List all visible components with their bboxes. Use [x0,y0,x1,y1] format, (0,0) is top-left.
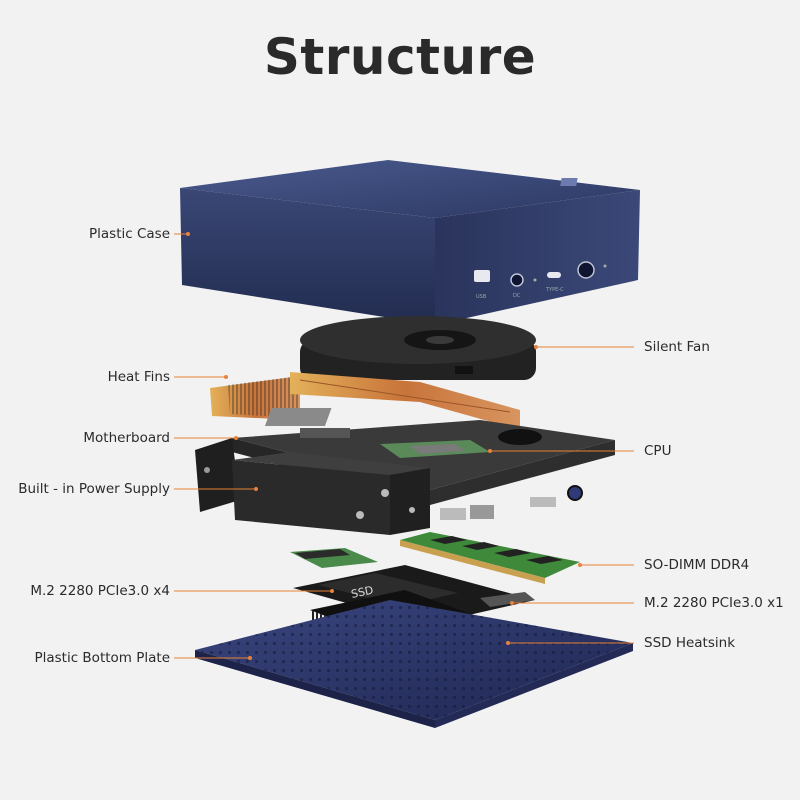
small-module [290,548,378,568]
heat-fins [210,372,520,430]
label-m2-x4: M.2 2280 PCIe3.0 x4 [30,583,170,599]
type-c-port-label: TYPE-C [545,287,564,293]
plastic-case: USB DC TYPE-C [180,160,640,325]
label-cpu: CPU [644,443,672,459]
dc-port-label: DC [513,293,521,299]
label-motherboard: Motherboard [83,430,170,446]
leader-dots [186,232,582,660]
label-heat-fins: Heat Fins [107,369,170,385]
audio-jack [510,273,524,287]
power-supply [195,438,430,535]
label-ssd-heatsink: SSD Heatsink [644,635,736,651]
silent-fan [300,316,536,380]
usb-port-label: USB [476,294,487,300]
dc-port [577,261,595,279]
cpu-chip [380,440,490,458]
leader-lines [174,233,634,659]
label-m2-x1: M.2 2280 PCIe3.0 x1 [644,595,784,611]
so-dimm-ddr4 [400,532,580,584]
label-power-supply: Built - in Power Supply [18,481,170,497]
ssd-label: SSD [350,584,375,601]
plastic-bottom-plate [195,600,633,728]
label-so-dimm: SO-DIMM DDR4 [644,557,750,573]
type-c-port [547,272,561,278]
usb-port [474,270,490,282]
label-plastic-case: Plastic Case [89,226,170,242]
label-silent-fan: Silent Fan [644,339,710,355]
page-title: Structure [263,28,537,86]
label-bottom-plate: Plastic Bottom Plate [34,650,170,666]
